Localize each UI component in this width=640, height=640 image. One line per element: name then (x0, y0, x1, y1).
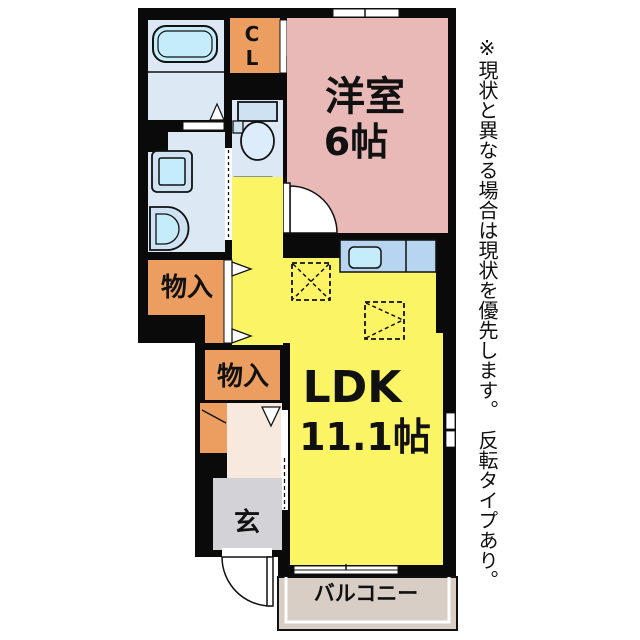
kitchen-counter (339, 239, 437, 273)
western-room (282, 8, 448, 234)
toilet-tank-icon (237, 101, 278, 122)
entrance-genkan (213, 478, 282, 607)
entrance-label: 玄 (233, 508, 261, 538)
bath-door-marker (209, 102, 225, 121)
storage-upper-label: 物入 (160, 273, 214, 303)
washer-space-symbol (291, 262, 331, 301)
window-bottom (293, 564, 399, 575)
storage-lower (205, 350, 280, 400)
front-door-arc (221, 556, 271, 607)
storage-door-marker (231, 328, 253, 344)
toilet-bowl-icon (240, 121, 275, 161)
window-right (445, 412, 456, 448)
kitchen-sink-icon (348, 246, 382, 269)
balcony (277, 576, 458, 631)
closet-cl (230, 18, 311, 74)
western-room-door-arc (289, 185, 338, 234)
disclaimer-note: ※現状と異なる場合は現状を優先します。 反転タイプあり。 (475, 36, 499, 590)
entry-hallway (200, 403, 288, 510)
storage-door-marker (231, 261, 253, 277)
storage-lower-label: 物入 (216, 362, 270, 392)
washroom (148, 121, 232, 252)
western-room-label: 洋室 (325, 74, 405, 120)
closet-label: CL (240, 22, 264, 70)
ldk-floor (232, 177, 443, 565)
western-room-size: 6帖 (323, 120, 389, 164)
ldk-size-label: 11.1帖 (299, 415, 431, 459)
hall-door-marker (260, 406, 282, 428)
bathtub-icon (152, 25, 218, 63)
storage-upper (148, 259, 253, 344)
fridge-space-symbol (364, 301, 405, 340)
bathroom (148, 20, 225, 121)
ldk-label: LDK (302, 362, 402, 413)
window-top (332, 8, 400, 18)
balcony-label: バルコニー (313, 581, 419, 606)
